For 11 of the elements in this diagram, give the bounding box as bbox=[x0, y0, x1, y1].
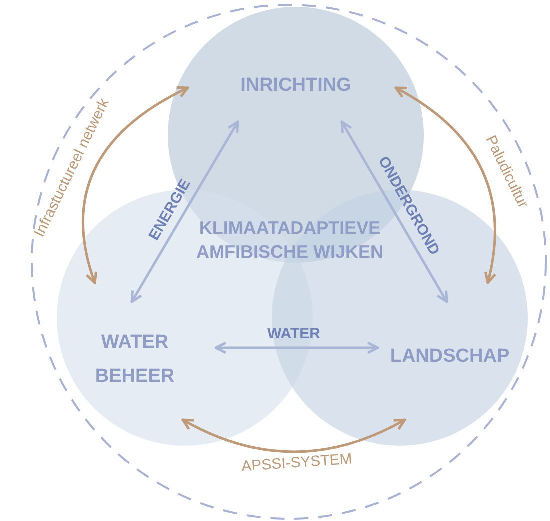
arrow bbox=[130, 120, 240, 304]
node-label: LANDSCHAP bbox=[389, 345, 511, 369]
arrow bbox=[394, 86, 496, 284]
arrow bbox=[182, 418, 406, 454]
arrow bbox=[82, 86, 190, 284]
arrow bbox=[340, 120, 448, 304]
arrow bbox=[214, 342, 380, 354]
node-label: WATER BEHEER bbox=[94, 331, 176, 389]
node-label: INRICHTING bbox=[240, 74, 352, 98]
edge-label: WATER bbox=[267, 326, 321, 342]
edge-label: APSSI-SYSTEM bbox=[241, 450, 353, 476]
